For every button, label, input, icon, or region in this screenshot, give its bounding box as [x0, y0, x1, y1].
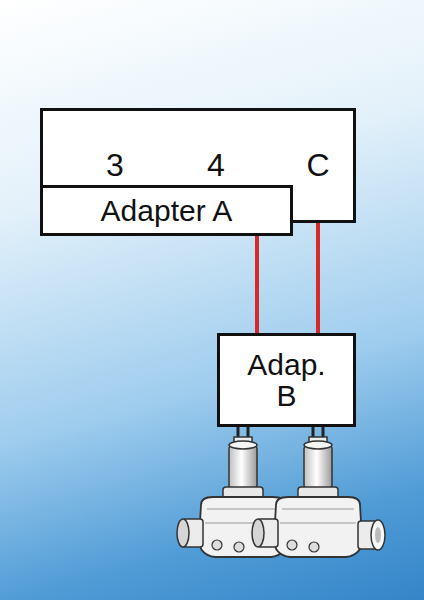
terminal-label: C: [306, 149, 329, 183]
box-label: Adapter A: [101, 195, 233, 227]
wire-red: [316, 223, 320, 333]
adapter-box: Adapter A: [40, 185, 293, 236]
wire-red: [255, 236, 259, 333]
terminal-label: 3: [106, 149, 124, 183]
box-label: Adap. B: [241, 349, 333, 412]
adapter-box: Adap. B: [217, 333, 356, 427]
terminal-label: 4: [207, 149, 225, 183]
